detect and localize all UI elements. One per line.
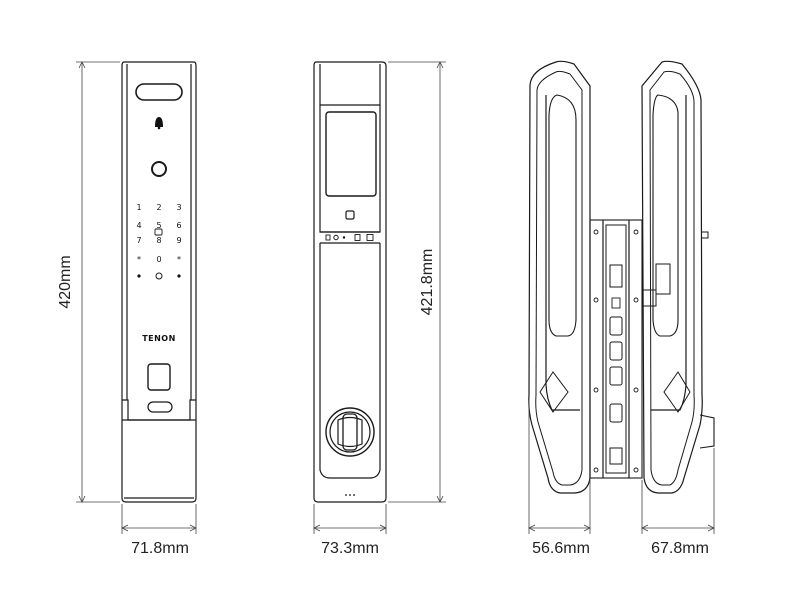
key-3: 3: [176, 203, 181, 212]
brand-logo-text: TENON: [142, 334, 176, 343]
front-height-label: 420mm: [57, 255, 74, 308]
bell-icon: [155, 117, 163, 130]
key-1: 1: [136, 203, 141, 212]
back-view: [313, 61, 387, 503]
round-sensor: [151, 161, 167, 177]
side-view: [528, 60, 715, 494]
keypad: 1 2 3 4 5 6 7 8 9 * 0 *: [136, 203, 181, 264]
back-width-label: 73.3mm: [321, 540, 379, 557]
key-5: 5: [156, 221, 161, 230]
key-6: 6: [176, 221, 181, 230]
key-0: 0: [156, 255, 161, 264]
thumb-turn-knob: [325, 407, 375, 457]
dimension-lines: [76, 61, 715, 534]
back-height-label: 421.8mm: [419, 249, 436, 316]
fingerprint-reader: [147, 363, 171, 391]
left-handle-outline: [528, 60, 591, 494]
side-left-width-label: 56.6mm: [532, 540, 590, 557]
screen-housing: [319, 104, 381, 233]
back-body-outline: [313, 61, 387, 503]
key-2: 2: [156, 203, 161, 212]
side-right-width-label: 67.8mm: [651, 540, 709, 557]
key-star-left: *: [137, 255, 141, 264]
front-width-label: 71.8mm: [131, 540, 189, 557]
key-8: 8: [156, 236, 161, 245]
front-body-outline: [121, 61, 197, 503]
camera-window: [135, 83, 183, 101]
key-9: 9: [176, 236, 181, 245]
key-7: 7: [136, 236, 141, 245]
key-4: 4: [136, 221, 141, 230]
display-screen: [325, 111, 377, 197]
key-star-right: *: [177, 255, 181, 264]
front-view: [121, 61, 197, 503]
mortise-plate: [589, 219, 643, 479]
bottom-oval: [147, 401, 173, 413]
